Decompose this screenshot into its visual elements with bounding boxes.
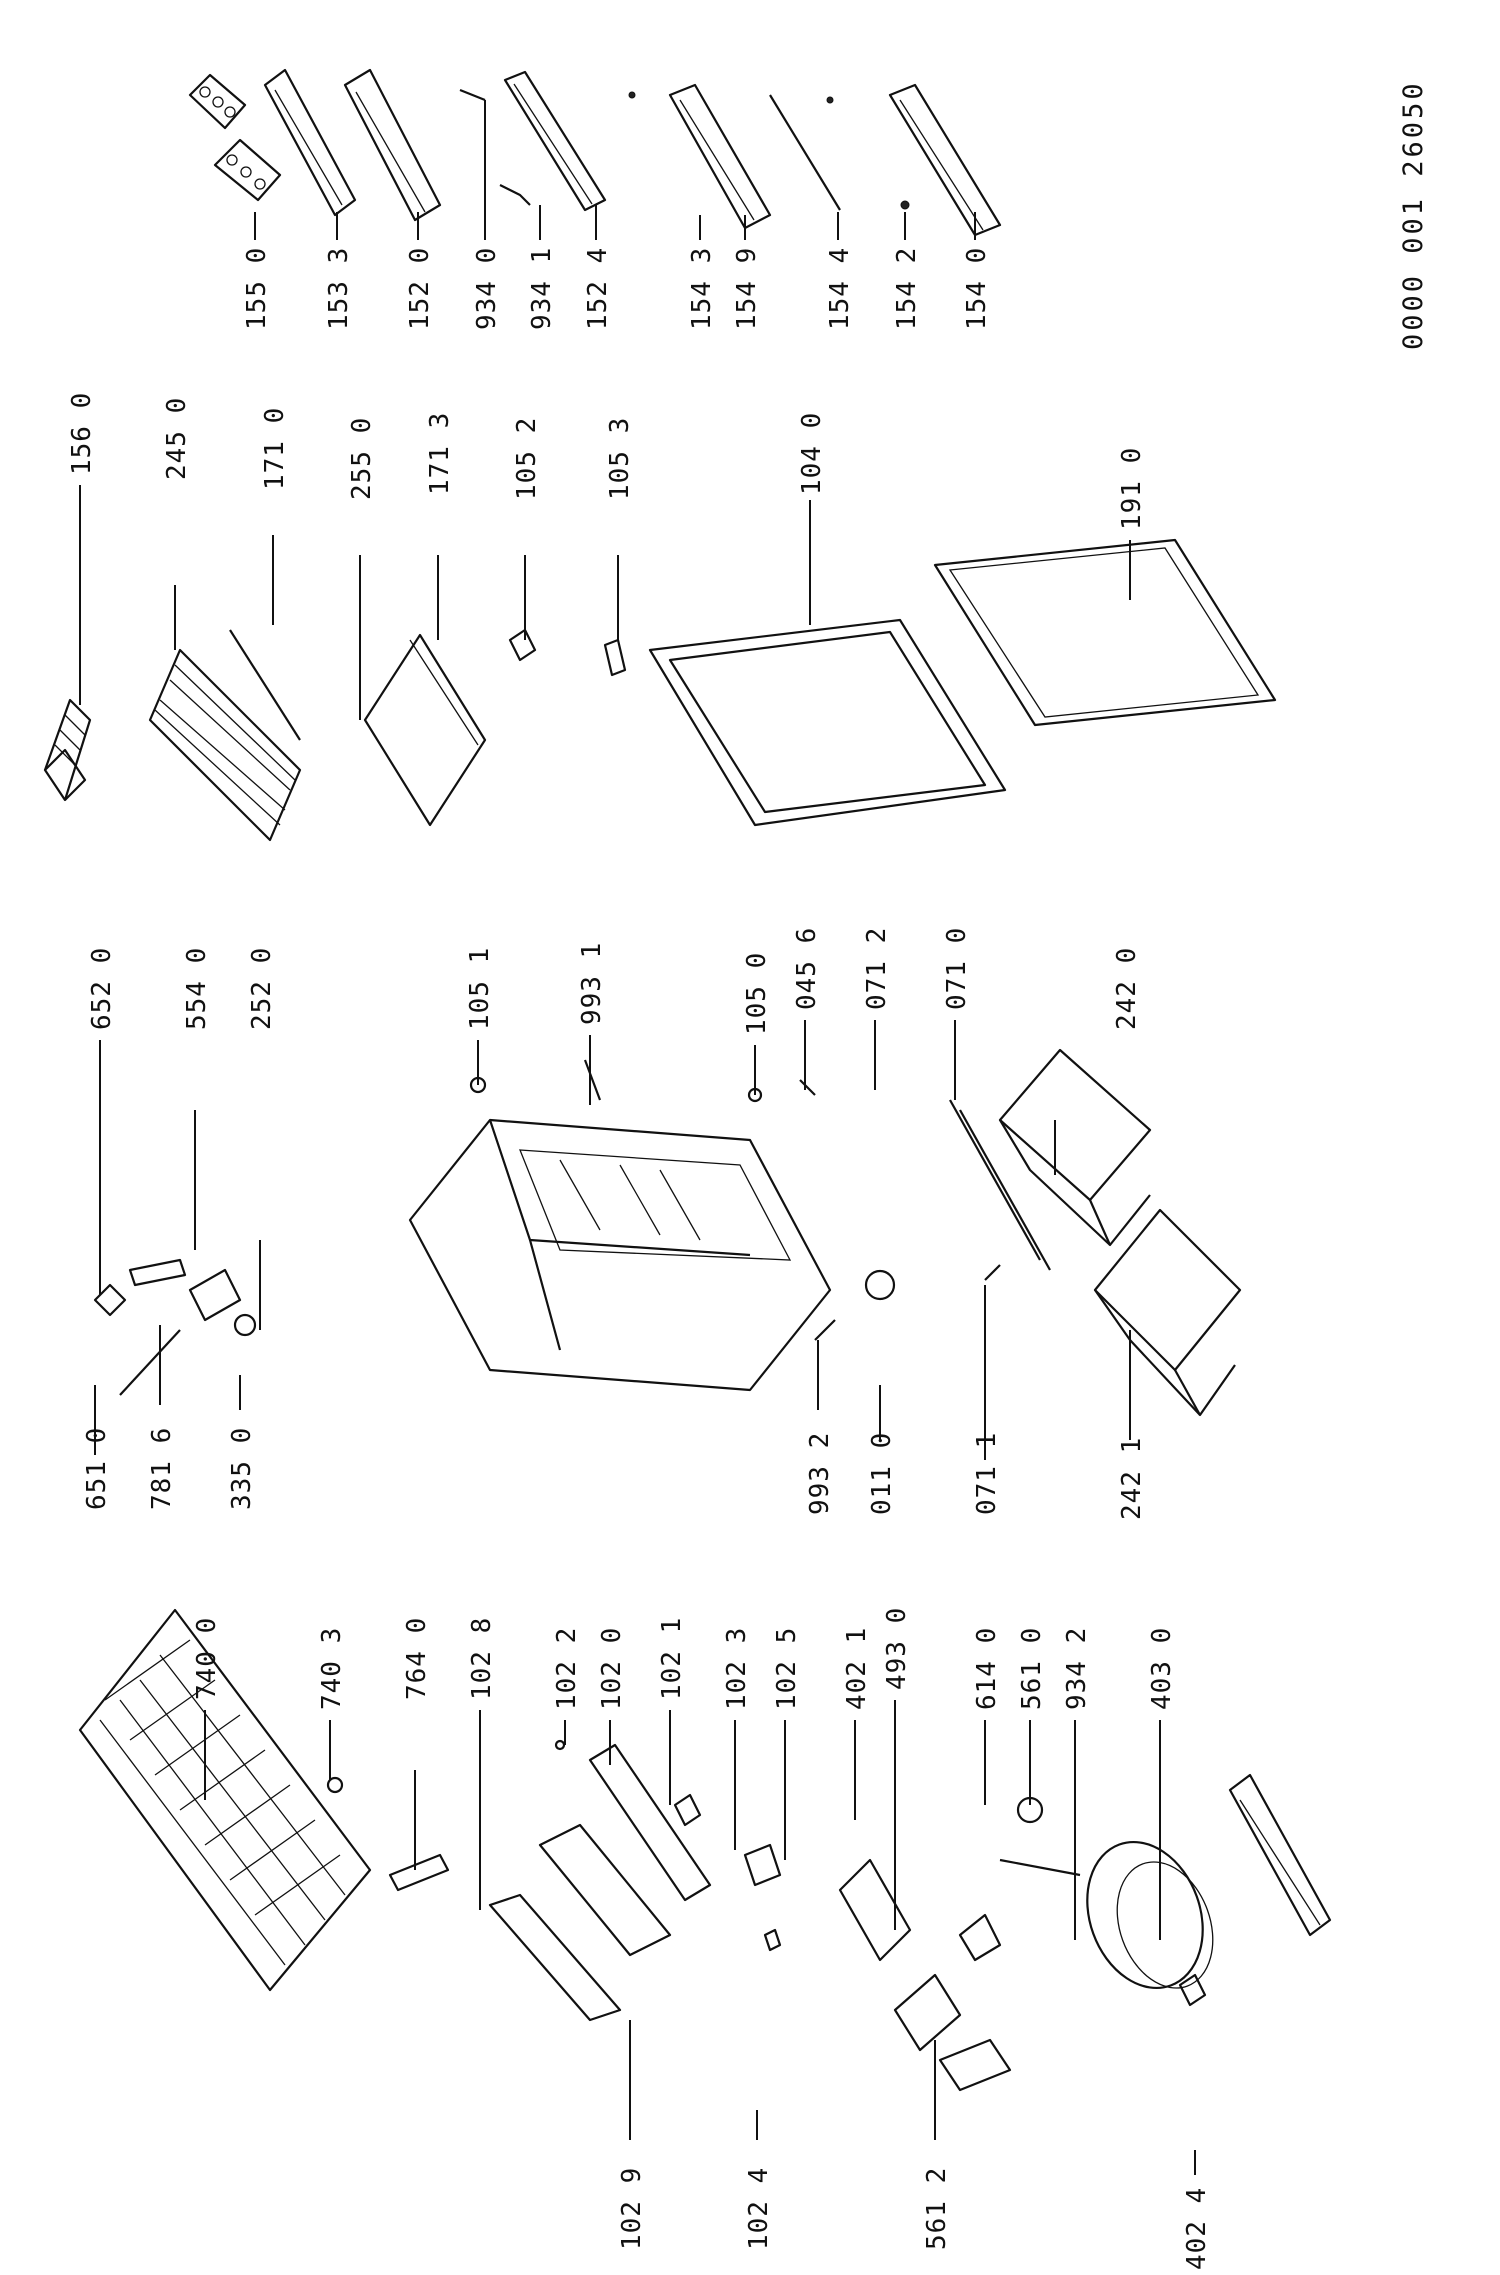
part-label: 102 4 [744,2167,774,2250]
ice-tray-156-0 [43,698,92,802]
part-label: 102 9 [617,2167,647,2250]
thermostat-group [93,1258,257,1396]
part-label: 045 6 [792,927,822,1010]
part-label: 154 3 [687,247,717,330]
part-label: 651 0 [82,1427,112,1510]
rod-934-0 [459,88,531,206]
part-label: 740 0 [192,1617,222,1700]
part-label: 242 1 [1117,1437,1147,1520]
part-label: 934 0 [472,247,502,330]
glass-shelf-255-0 [363,633,487,827]
part-label: 102 3 [722,1627,752,1710]
crisper-bins-242 [998,1048,1242,1417]
clip-402-4 [1178,1973,1207,2007]
part-label: 102 2 [552,1627,582,1710]
part-label: 102 1 [657,1617,687,1700]
part-label: 102 0 [597,1627,627,1710]
wire-shelf-245-0 [148,648,302,842]
document-number: 0000 001 26050 [1398,80,1429,350]
strip-171-0 [229,629,301,741]
door-shelf-152-4 [503,70,607,212]
part-label: 154 2 [892,247,922,330]
egg-tray-155-0 [188,73,282,202]
part-label: 764 0 [402,1617,432,1700]
part-label: 493 0 [882,1607,912,1690]
part-label: 105 1 [465,947,495,1030]
cabinet-body [408,1118,832,1392]
small-parts-center [469,1059,1051,1341]
evaporator-740-0 [78,1608,372,1992]
part-label: 156 0 [67,392,97,475]
part-label: 652 0 [87,947,117,1030]
rail-154-4 [769,94,841,211]
part-label: 105 3 [605,417,635,500]
part-label: 740 3 [317,1627,347,1710]
clip-105-3 [603,638,627,677]
part-label: 105 2 [512,417,542,500]
part-label: 105 0 [742,952,772,1035]
part-label: 152 4 [583,247,613,330]
part-label: 011 0 [867,1432,897,1515]
door-shelf-152-0 [343,68,442,222]
part-label: 335 0 [227,1427,257,1510]
part-number-labels: 155 0 153 3 152 0 934 0 934 1 152 4 154 … [67,247,1212,2270]
compressor-403-0 [1086,1840,1214,1990]
part-label: 154 0 [962,247,992,330]
part-label: 781 6 [147,1427,177,1510]
part-label: 102 5 [772,1627,802,1710]
part-label: 561 0 [1017,1627,1047,1710]
door-shelf-154-9 [628,83,772,230]
part-label: 155 0 [242,247,272,330]
door-shelf-153-3 [263,68,357,217]
part-label: 993 1 [577,942,607,1025]
part-label: 255 0 [347,417,377,500]
part-label: 561 2 [922,2167,952,2250]
part-label: 071 2 [862,927,892,1010]
part-label: 934 1 [527,247,557,330]
part-label: 171 3 [425,412,455,495]
part-label: 403 0 [1147,1627,1177,1710]
part-label: 104 0 [797,412,827,495]
light-cover-102 [488,1743,782,2022]
clip-105-2 [508,628,537,662]
part-label: 171 0 [260,407,290,490]
part-label: 154 9 [732,247,762,330]
part-label: 402 4 [1182,2187,1212,2270]
part-label: 152 0 [405,247,435,330]
small-parts-left [326,1739,702,1892]
part-label: 934 2 [1062,1627,1092,1710]
leader-lines [79,100,1196,2175]
part-label: 993 2 [805,1432,835,1515]
part-label: 554 0 [182,947,212,1030]
part-label: 191 0 [1117,447,1147,530]
relay-402-1 [838,1796,1081,2092]
door-shelf-154-0 [888,83,1002,237]
part-label: 614 0 [972,1627,1002,1710]
part-label: 242 0 [1112,947,1142,1030]
gasket-191-0 [933,538,1277,727]
part-label: 402 1 [842,1627,872,1710]
part-label: 102 8 [467,1617,497,1700]
part-label: 071 0 [942,927,972,1010]
door-104-0 [648,618,1007,827]
part-label: 252 0 [247,947,277,1030]
part-label: 153 3 [324,247,354,330]
part-label: 154 4 [825,247,855,330]
part-label: 071 1 [972,1432,1002,1515]
part-label: 245 0 [162,397,192,480]
condenser [1228,1773,1332,1937]
